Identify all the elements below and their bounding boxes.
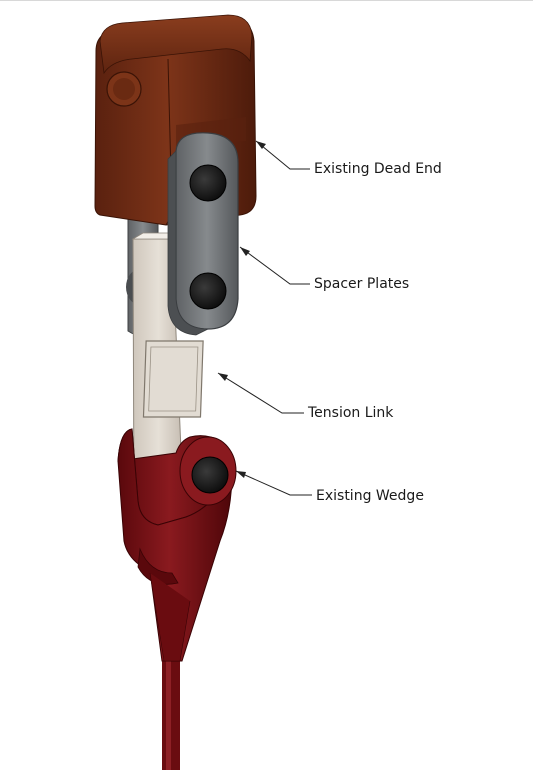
leader-lines (217, 140, 312, 496)
dead-end (94, 14, 257, 226)
wedge-pin-icon (191, 456, 229, 494)
leader-arrowheads (218, 141, 266, 478)
callout-existing-wedge: Existing Wedge (316, 488, 424, 504)
cable (162, 656, 180, 770)
callout-spacer-plates: Spacer Plates (314, 276, 410, 292)
lower-pin-icon (189, 272, 227, 310)
upper-pin-icon (189, 164, 227, 202)
callout-tension-link: Tension Link (308, 405, 394, 421)
callout-existing-dead-end: Existing Dead End (314, 161, 442, 177)
existing-wedge (117, 428, 237, 662)
